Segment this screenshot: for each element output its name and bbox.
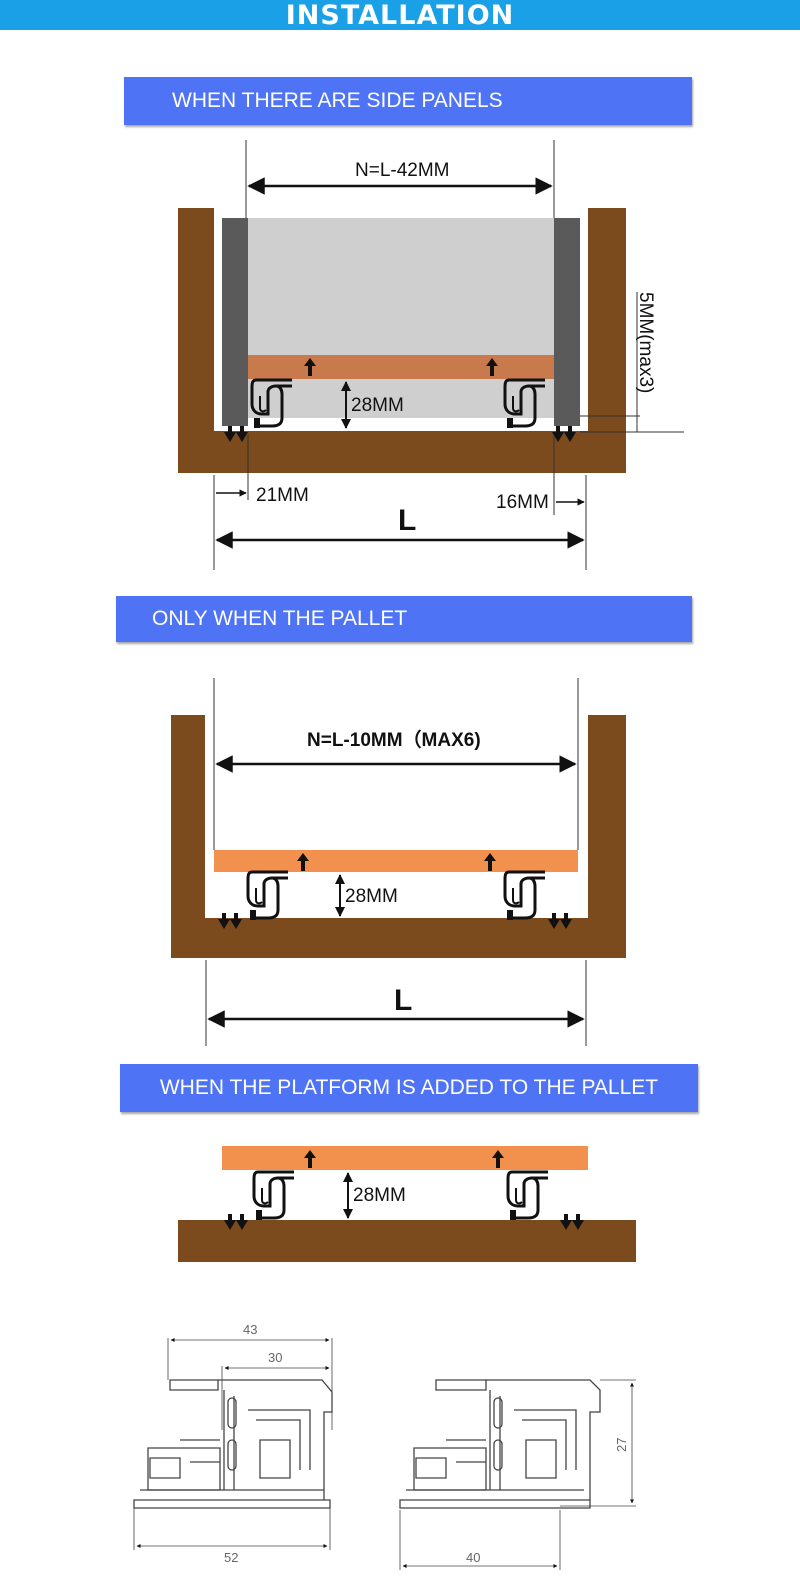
installation-banner: INSTALLATION [0, 0, 800, 31]
cabinet-bottom [178, 431, 626, 473]
slide-left [246, 870, 290, 922]
dim-right-height: 27 [614, 1438, 629, 1452]
label-left-offset: 21MM [256, 485, 309, 506]
label-n-width: N=L-42MM [355, 160, 450, 181]
label-cabinet-width: L [398, 504, 416, 537]
diagram-platform-added: 28MM [178, 1146, 636, 1262]
cabinet-left-side [178, 208, 214, 473]
drawer-pallet [248, 355, 554, 379]
section-title-platform-added: WHEN THE PLATFORM IS ADDED TO THE PALLET [120, 1064, 698, 1112]
label-right-offset: 16MM [496, 492, 549, 513]
drawer-right-panel [554, 218, 580, 426]
diagram-pallet-only: N=L-10MM（MAX6) 28MM L [171, 678, 626, 1046]
technical-drawing-left [133, 1338, 333, 1550]
label-side-gap: 5MM(max3) [635, 292, 656, 393]
label-n-width: N=L-10MM（MAX6) [307, 728, 481, 751]
diagram-side-panels: N=L-42MM 28MM 21MM 16MM L 5MM(max3) [178, 140, 684, 570]
slide-right [506, 1170, 550, 1222]
drawer-box [248, 218, 554, 418]
label-slide-height: 28MM [353, 1185, 406, 1206]
section-title-side-panels: WHEN THERE ARE SIDE PANELS [124, 77, 692, 125]
label-slide-height: 28MM [345, 886, 398, 907]
slide-right [503, 870, 547, 922]
cabinet-right-side [588, 208, 626, 473]
cabinet-bottom [178, 1220, 636, 1262]
cabinet-right-side [588, 715, 626, 958]
label-slide-height: 28MM [351, 395, 404, 416]
dim-left-bottom-width: 52 [224, 1550, 238, 1565]
cabinet-left-side [171, 715, 205, 958]
drawer-pallet [214, 850, 578, 872]
label-cabinet-width: L [394, 984, 412, 1017]
dim-left-top-width: 43 [243, 1322, 257, 1337]
technical-drawing-right [399, 1379, 636, 1570]
drawer-left-panel [222, 218, 248, 426]
dim-left-inner-width: 30 [268, 1350, 282, 1365]
drawer-pallet [222, 1146, 588, 1170]
slide-left [252, 1170, 296, 1222]
cabinet-bottom [171, 918, 626, 958]
dim-right-bottom-width: 40 [466, 1550, 480, 1565]
section-title-pallet-only: ONLY WHEN THE PALLET [116, 596, 692, 642]
